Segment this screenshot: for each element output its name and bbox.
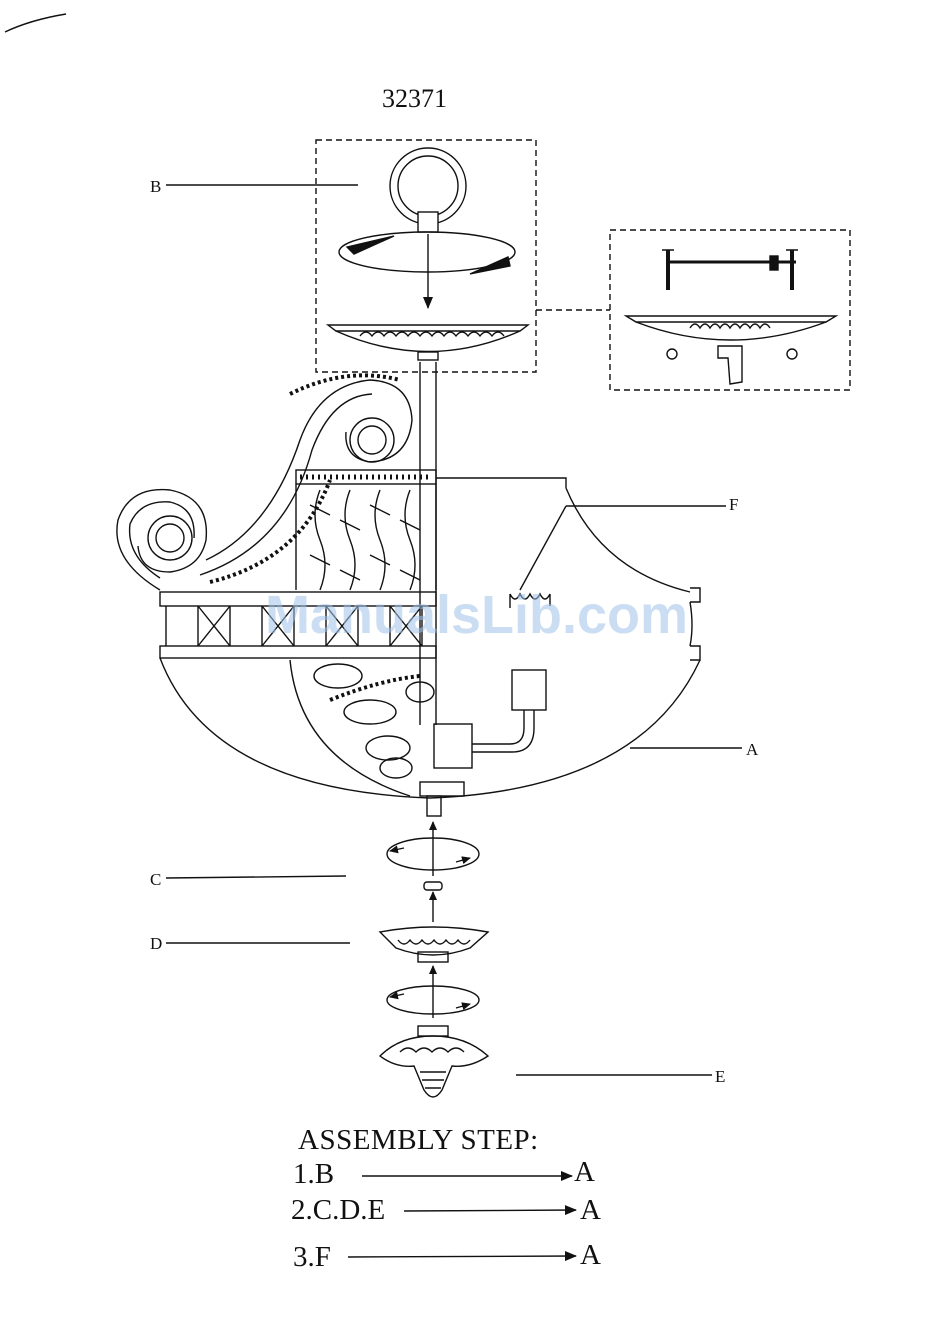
bowl-a [160,658,700,798]
threaded-stud [427,796,441,816]
leader-c [166,876,346,878]
step-3-arrow [348,1256,576,1257]
bottom-nut [420,782,464,796]
step-2-target: A [580,1196,601,1225]
label-a: A [746,741,758,758]
pen-mark [5,14,66,32]
detail-box-crossbar [610,230,850,390]
step-1-target: A [574,1158,595,1187]
canopy-icon [328,325,528,360]
leader-f-clip [520,506,566,590]
step-3-target: A [580,1241,601,1270]
ring-hook-icon [390,148,466,232]
step-2-arrow [404,1210,576,1211]
label-d: D [150,935,162,952]
watermark: ManualsLib.com [265,588,688,642]
leaf-panel [296,484,436,590]
assembly-title: ASSEMBLY STEP: [298,1126,539,1155]
step-2-text: 2.C.D.E [291,1196,385,1225]
rotate-arrow-right [470,257,510,274]
detail-canopy-icon [626,316,836,384]
crossbar-icon [662,250,798,290]
scroll-arm [117,375,412,590]
model-number: 32371 [382,86,447,112]
step-1-text: 1.B [293,1160,334,1189]
step-3-text: 3.F [293,1243,331,1272]
finial-e-icon [380,1026,488,1097]
label-c: C [150,871,161,888]
nut-c-icon [424,882,442,890]
label-e: E [715,1068,725,1085]
socket-icon [434,670,546,768]
label-f: F [729,496,738,513]
collar-d-icon [380,927,488,962]
rotate-arrow-left [347,236,394,254]
label-b: B [150,178,161,195]
